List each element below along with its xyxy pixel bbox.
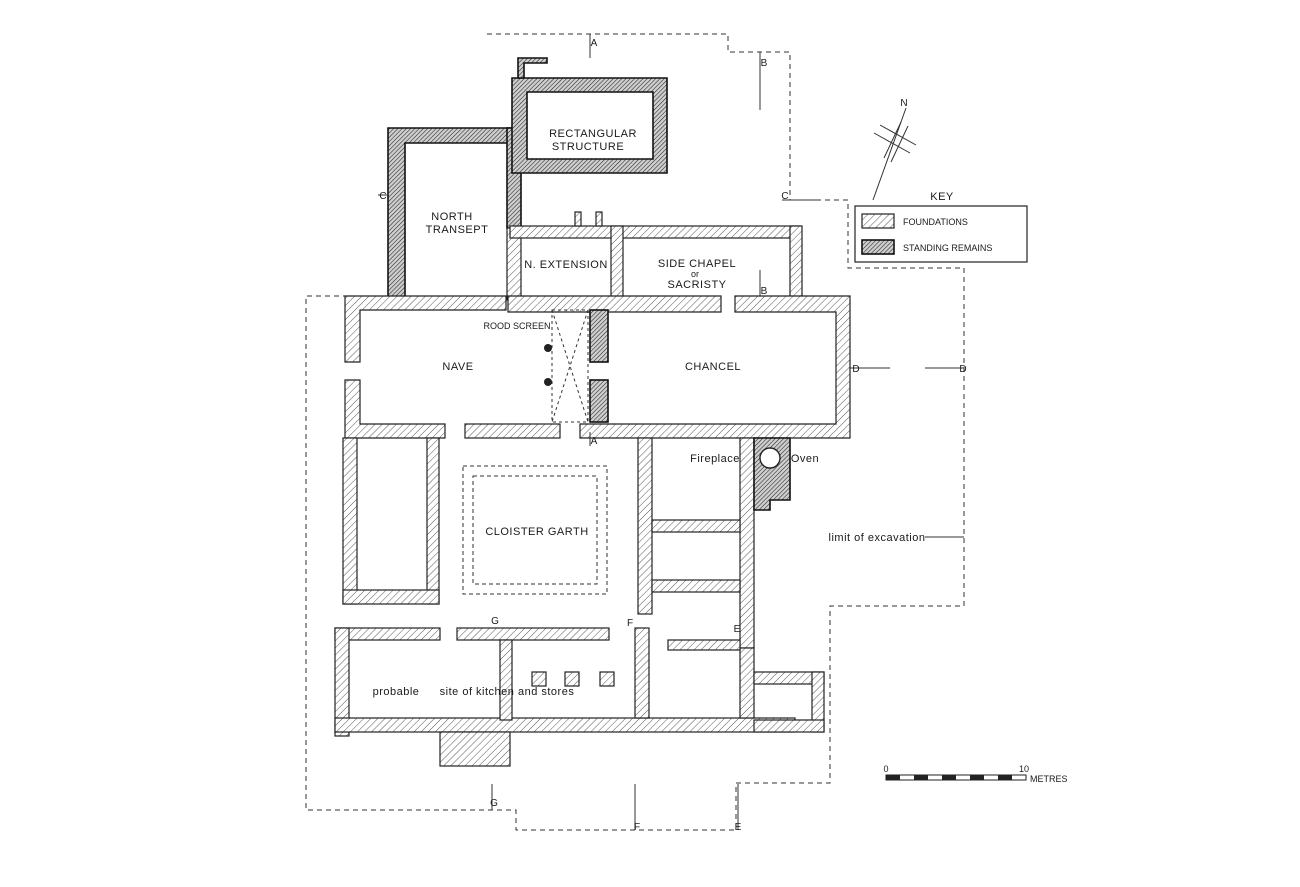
label-fireplace: Fireplace bbox=[690, 453, 740, 465]
section-letters: A A B B C C D D E E F F G G bbox=[379, 38, 966, 833]
room-labels: RECTANGULAR STRUCTURE NORTH TRANSEPT N. … bbox=[373, 128, 926, 698]
label-oven: Oven bbox=[791, 453, 819, 465]
label-north-transept-2: TRANSEPT bbox=[426, 224, 489, 236]
section-e-top: E bbox=[734, 624, 741, 635]
north-extension-walls bbox=[509, 211, 803, 307]
east-range-walls bbox=[651, 437, 791, 649]
section-lines bbox=[378, 34, 964, 830]
chancel-walls bbox=[507, 295, 851, 439]
cloister-walls bbox=[342, 437, 653, 615]
label-rood-screen: ROOD SCREEN bbox=[483, 321, 550, 331]
section-d-right: D bbox=[959, 364, 966, 375]
scale-bar-unit: METRES bbox=[1030, 774, 1068, 784]
section-c-left: C bbox=[379, 191, 386, 202]
north-arrow-label: N bbox=[900, 98, 907, 109]
label-n-extension: N. EXTENSION bbox=[524, 259, 608, 271]
section-d-left: D bbox=[852, 364, 859, 375]
rectangular-structure-walls bbox=[511, 57, 668, 174]
label-chancel: CHANCEL bbox=[685, 361, 741, 373]
scale-bar-end: 10 bbox=[1019, 764, 1029, 774]
kitchen-walls bbox=[334, 627, 825, 767]
section-g-bottom: G bbox=[490, 798, 498, 809]
label-rectangular-structure: RECTANGULAR bbox=[549, 128, 637, 140]
north-arrow: N bbox=[872, 98, 917, 201]
scale-bar: 0 10 METRES bbox=[883, 764, 1067, 784]
section-a-bottom: A bbox=[591, 436, 598, 447]
section-b-bottom: B bbox=[761, 286, 768, 297]
legend-foundations-label: FOUNDATIONS bbox=[903, 217, 968, 227]
legend-title: KEY bbox=[930, 191, 954, 203]
section-f-bottom: F bbox=[634, 822, 640, 833]
legend-standing-label: STANDING REMAINS bbox=[903, 243, 992, 253]
section-f-top: F bbox=[627, 618, 633, 629]
scale-bar-start: 0 bbox=[883, 764, 888, 774]
excavation-limit bbox=[305, 33, 965, 831]
section-a-top: A bbox=[591, 38, 598, 49]
label-side-chapel: SIDE CHAPEL bbox=[658, 258, 736, 270]
section-e-bottom: E bbox=[735, 822, 742, 833]
legend: KEY FOUNDATIONS STANDING REMAINS bbox=[854, 191, 1028, 263]
label-nave: NAVE bbox=[442, 361, 473, 373]
legend-standing-swatch bbox=[861, 239, 895, 255]
label-limit-of-excavation: limit of excavation bbox=[829, 532, 926, 544]
label-kitchen: probable bbox=[373, 686, 420, 698]
label-cloister-garth: CLOISTER GARTH bbox=[485, 526, 588, 538]
label-side-chapel-or: or bbox=[691, 269, 699, 279]
nave-walls bbox=[344, 295, 561, 439]
section-c-right: C bbox=[781, 191, 788, 202]
label-north-transept: NORTH bbox=[431, 211, 472, 223]
legend-foundations-swatch bbox=[861, 213, 895, 229]
section-b-top: B bbox=[761, 58, 768, 69]
section-g-top: G bbox=[491, 616, 499, 627]
label-sacristy: SACRISTY bbox=[667, 279, 726, 291]
rood-screen bbox=[544, 309, 589, 423]
label-rectangular-structure-2: STRUCTURE bbox=[552, 141, 624, 153]
label-kitchen-2: site of kitchen and stores bbox=[440, 686, 575, 698]
